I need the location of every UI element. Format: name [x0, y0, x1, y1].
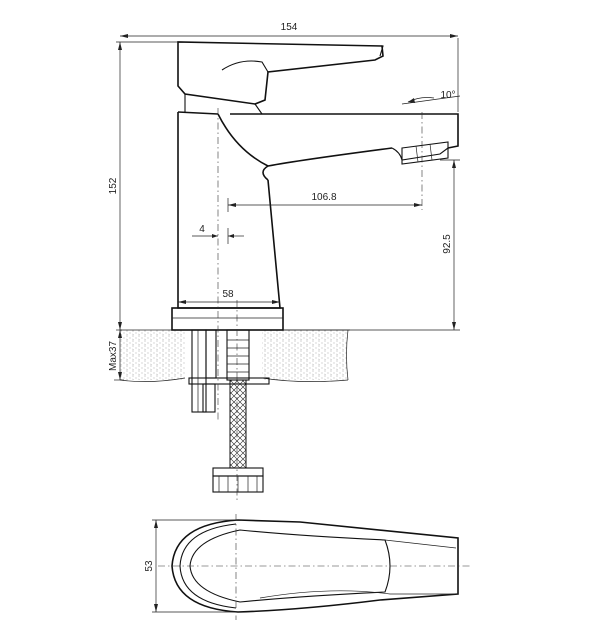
top-view: 53 — [144, 514, 470, 620]
side-view: 154 152 106.8 4 — [108, 22, 461, 500]
mounting-stud — [188, 329, 270, 413]
dimension-58-label: 58 — [222, 289, 234, 300]
countertop-section — [119, 329, 350, 382]
dimension-53-label: 53 — [144, 560, 155, 572]
dimension-92-5: 92.5 — [283, 159, 460, 331]
dimension-106-8: 106.8 — [227, 192, 422, 212]
dimension-106-8-label: 106.8 — [311, 192, 336, 203]
dimension-154: 154 — [119, 22, 459, 330]
dimension-4-label: 4 — [199, 224, 205, 235]
faucet-base — [171, 307, 284, 331]
faucet-handle — [177, 41, 384, 115]
dimension-4: 4 — [192, 224, 244, 244]
supply-hose — [212, 329, 264, 493]
dimension-152-label: 152 — [108, 177, 119, 194]
faucet-body — [177, 111, 459, 309]
spout-aerator — [401, 141, 449, 165]
dimension-angle: 10° — [401, 90, 461, 105]
dimension-92-5-label: 92.5 — [442, 234, 453, 254]
dimension-154-label: 154 — [281, 22, 298, 33]
dimension-angle-label: 10° — [440, 90, 455, 101]
dimension-max37: Max37 — [108, 330, 124, 381]
dimension-53: 53 — [144, 519, 236, 613]
dimension-58: 58 — [178, 289, 280, 304]
dimension-152: 152 — [108, 41, 178, 331]
dimension-max37-label: Max37 — [108, 341, 119, 371]
